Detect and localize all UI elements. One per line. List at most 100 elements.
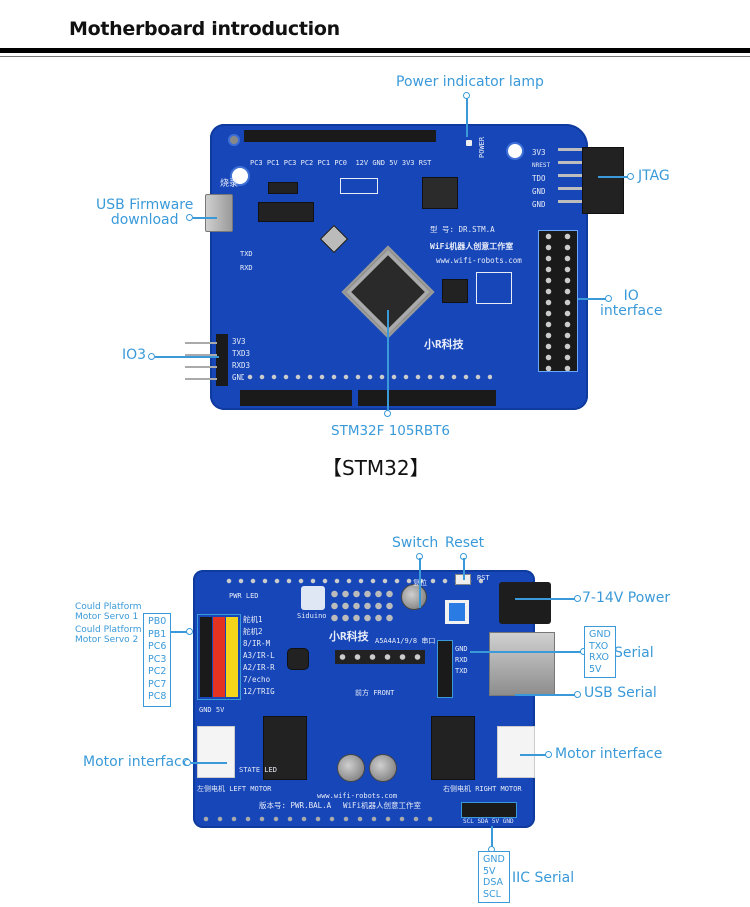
top-pin-header — [244, 130, 436, 142]
servo-header-block — [197, 614, 241, 700]
serial-pin-box: GND TXO RXO 5V — [584, 626, 616, 678]
board-studio: WiFi机器人创意工作室 — [430, 242, 514, 251]
jtag-pin-labels: 3V3 NREST TDO GND GND — [532, 148, 551, 209]
siduino-logo — [301, 586, 325, 610]
left-motor-label: 左侧电机 LEFT MOTOR — [197, 785, 272, 793]
u6-box — [340, 178, 378, 194]
board-url: www.wifi-robots.com — [436, 256, 522, 265]
callout-dot — [184, 759, 191, 766]
bottom-pin-row — [244, 371, 492, 383]
callout-motor-left: Motor interface — [83, 754, 191, 770]
callout-usb-firmware: USB Firmware download — [96, 197, 194, 228]
board-studio: WiFi机器人创意工作室 — [343, 801, 422, 810]
callout-dot — [384, 410, 391, 417]
inductor — [287, 648, 309, 670]
jtag-connector — [582, 147, 624, 214]
capacitor — [337, 754, 365, 782]
rxd-label: RXD — [240, 264, 253, 272]
servo1-note: Could Platform Motor Servo 1 — [75, 602, 142, 622]
callout-mcu: STM32F 105RBT6 — [331, 423, 450, 439]
pwr-led-label: PWR LED — [229, 592, 259, 600]
dc-power-jack — [499, 582, 551, 624]
usb-serial-chip — [258, 202, 314, 222]
section-caption-stm32: 【STM32】 — [322, 456, 430, 480]
callout-line — [466, 95, 468, 137]
motor-connector-right — [497, 726, 535, 778]
u3-box — [476, 272, 512, 304]
switch-button — [449, 603, 465, 621]
power-led — [466, 140, 472, 146]
micro-usb-port — [205, 194, 233, 232]
callout-line — [520, 754, 546, 756]
io3-pins — [185, 342, 217, 382]
io3-header — [216, 334, 228, 386]
iic-board-labels: SCL SDA 5V GND — [463, 818, 514, 825]
power-board-image: PWR LED 舵机1 舵机2 8/IR-M A3/IR-L A2/IR-R 7… — [193, 570, 555, 828]
callout-line — [463, 558, 465, 580]
motor-connector-left — [197, 726, 235, 778]
io-header — [538, 230, 578, 372]
mount-hole — [228, 134, 240, 146]
callout-switch: Switch — [392, 535, 439, 551]
callout-serial: Serial — [614, 645, 654, 661]
motor-driver-right — [431, 716, 475, 780]
io3-pin-labels: 3V3 TXD3 RXD3 GND — [232, 337, 251, 382]
board-url: www.wifi-robots.com — [317, 792, 398, 800]
callout-reset: Reset — [445, 535, 485, 551]
callout-dot — [605, 295, 612, 302]
callout-line — [419, 558, 421, 608]
mount-hole — [230, 166, 250, 186]
page-title: Motherboard introduction — [69, 18, 340, 40]
callout-line — [578, 298, 606, 300]
servo-gnd-pins — [200, 617, 212, 697]
iic-pin-box: GND 5V DSA SCL — [478, 851, 510, 903]
voltage-regulator — [422, 177, 458, 209]
burn-label: 烧录 — [220, 179, 239, 189]
callout-dot — [574, 595, 581, 602]
callout-iic-serial: IIC Serial — [512, 870, 575, 886]
serial-board-labels: GND RXD TXD — [455, 645, 468, 675]
callout-line — [470, 651, 582, 653]
serial-cn-label: A5A4A1/9/8 串口 — [375, 637, 436, 645]
callout-motor-right: Motor interface — [555, 746, 663, 762]
board-brand: 小R科技 — [329, 630, 369, 643]
callout-dot — [574, 691, 581, 698]
bottom-pin-header-right — [358, 390, 496, 406]
top-pin-row — [223, 576, 483, 586]
title-divider-thin — [0, 56, 750, 57]
bottom-pin-row — [199, 814, 439, 824]
callout-line — [491, 826, 493, 848]
servo-5v-pins — [213, 617, 225, 697]
gnd-5v-label: GND 5V — [199, 706, 225, 714]
callout-line — [193, 217, 217, 219]
top-pin-labels: PC3 PC1 PC3 PC2 PC1 PC0 12V GND 5V 3V3 R… — [250, 159, 432, 167]
servo-pin-box: PB0 PB1 PC6 PC3 PC2 PC7 PC8 — [143, 613, 172, 707]
u3-chip — [442, 279, 468, 303]
txd-label: TXD — [240, 250, 253, 258]
motor-driver-left — [263, 716, 307, 780]
proto-holes — [329, 588, 395, 624]
callout-dot — [627, 173, 634, 180]
callout-line — [598, 176, 628, 178]
servo-silk-labels: 舵机1 舵机2 8/IR-M A3/IR-L A2/IR-R 7/echo 12… — [243, 615, 275, 696]
stm32-board-image: PC3 PC1 PC3 PC2 PC1 PC0 12V GND 5V 3V3 R… — [205, 124, 588, 410]
capacitor — [369, 754, 397, 782]
callout-line — [170, 631, 192, 633]
siduino-label: Siduino — [297, 612, 327, 620]
right-motor-label: 右侧电机 RIGHT MOTOR — [443, 785, 522, 793]
board-model: 型 号: DR.STM.A — [430, 225, 495, 234]
power-led-label: POWER — [478, 136, 486, 158]
servo-signal-pins — [226, 617, 238, 697]
servo2-note: Could Platform Motor Servo 2 — [75, 625, 142, 645]
board-version: 版本号: PWR.BAL.A — [259, 801, 332, 810]
callout-io-interface: IO interface — [600, 288, 663, 319]
callout-line — [515, 694, 575, 696]
callout-power-lamp: Power indicator lamp — [396, 74, 544, 90]
title-divider-thick — [0, 48, 750, 53]
callout-power: 7-14V Power — [582, 590, 671, 606]
callout-line — [515, 598, 575, 600]
state-led-label: STATE LED — [239, 766, 277, 774]
board-brand: 小R科技 — [424, 338, 464, 351]
diode — [268, 182, 298, 194]
serial-header-row — [335, 650, 425, 664]
